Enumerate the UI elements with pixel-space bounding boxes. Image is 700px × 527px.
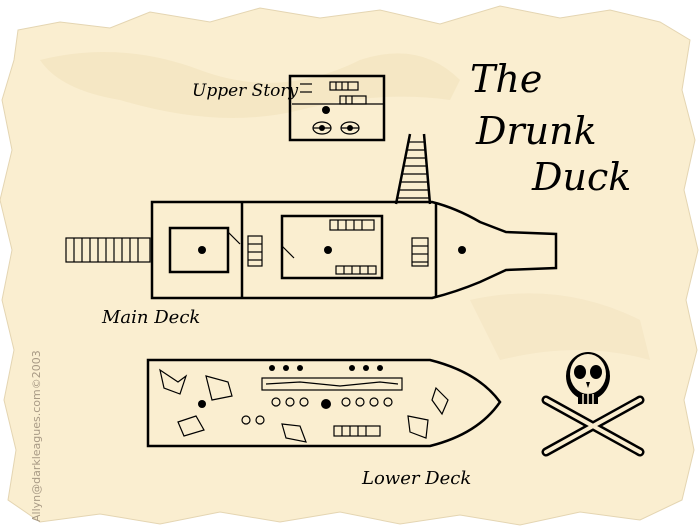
main-deck-plan — [65, 200, 558, 300]
credit-text: Allyn@darkleagues.com©2003 — [30, 350, 43, 522]
upper-story-plan — [288, 74, 386, 142]
crew-icon — [177, 415, 205, 437]
parchment-stain — [40, 52, 460, 118]
table-icon — [198, 400, 206, 408]
parchment-stain — [470, 293, 650, 360]
title-line2: Drunk — [475, 109, 597, 153]
table-icon — [322, 106, 330, 114]
table-icon — [324, 246, 332, 254]
crew-icon — [407, 415, 429, 439]
bench-icon — [333, 425, 381, 437]
crew-icon — [431, 386, 449, 416]
barrel-icon — [340, 121, 360, 135]
crew-icon — [281, 423, 307, 443]
stair-icon — [411, 237, 429, 267]
crew-icon — [159, 368, 188, 395]
lower-deck-plan — [146, 358, 502, 448]
upper-story-label: Upper Story — [192, 81, 299, 101]
stair-icon — [394, 133, 432, 205]
crew-icon — [205, 375, 233, 401]
table-icon — [321, 399, 331, 409]
stair-icon — [247, 235, 263, 267]
barrel-icon — [271, 397, 393, 407]
lower-deck-label: Lower Deck — [361, 468, 471, 489]
bench-icon — [329, 219, 375, 231]
title-line1: The — [470, 57, 542, 101]
skull-crossbones-icon — [541, 352, 645, 457]
table-icon — [198, 246, 206, 254]
title-line3: Duck — [531, 155, 631, 199]
table-icon — [458, 246, 466, 254]
barrel-icon — [241, 415, 265, 425]
main-deck-label: Main Deck — [101, 307, 200, 328]
bench-icon — [335, 265, 377, 275]
barrel-icon — [269, 365, 383, 371]
bench-icon — [329, 81, 359, 91]
barrel-icon — [312, 121, 332, 135]
